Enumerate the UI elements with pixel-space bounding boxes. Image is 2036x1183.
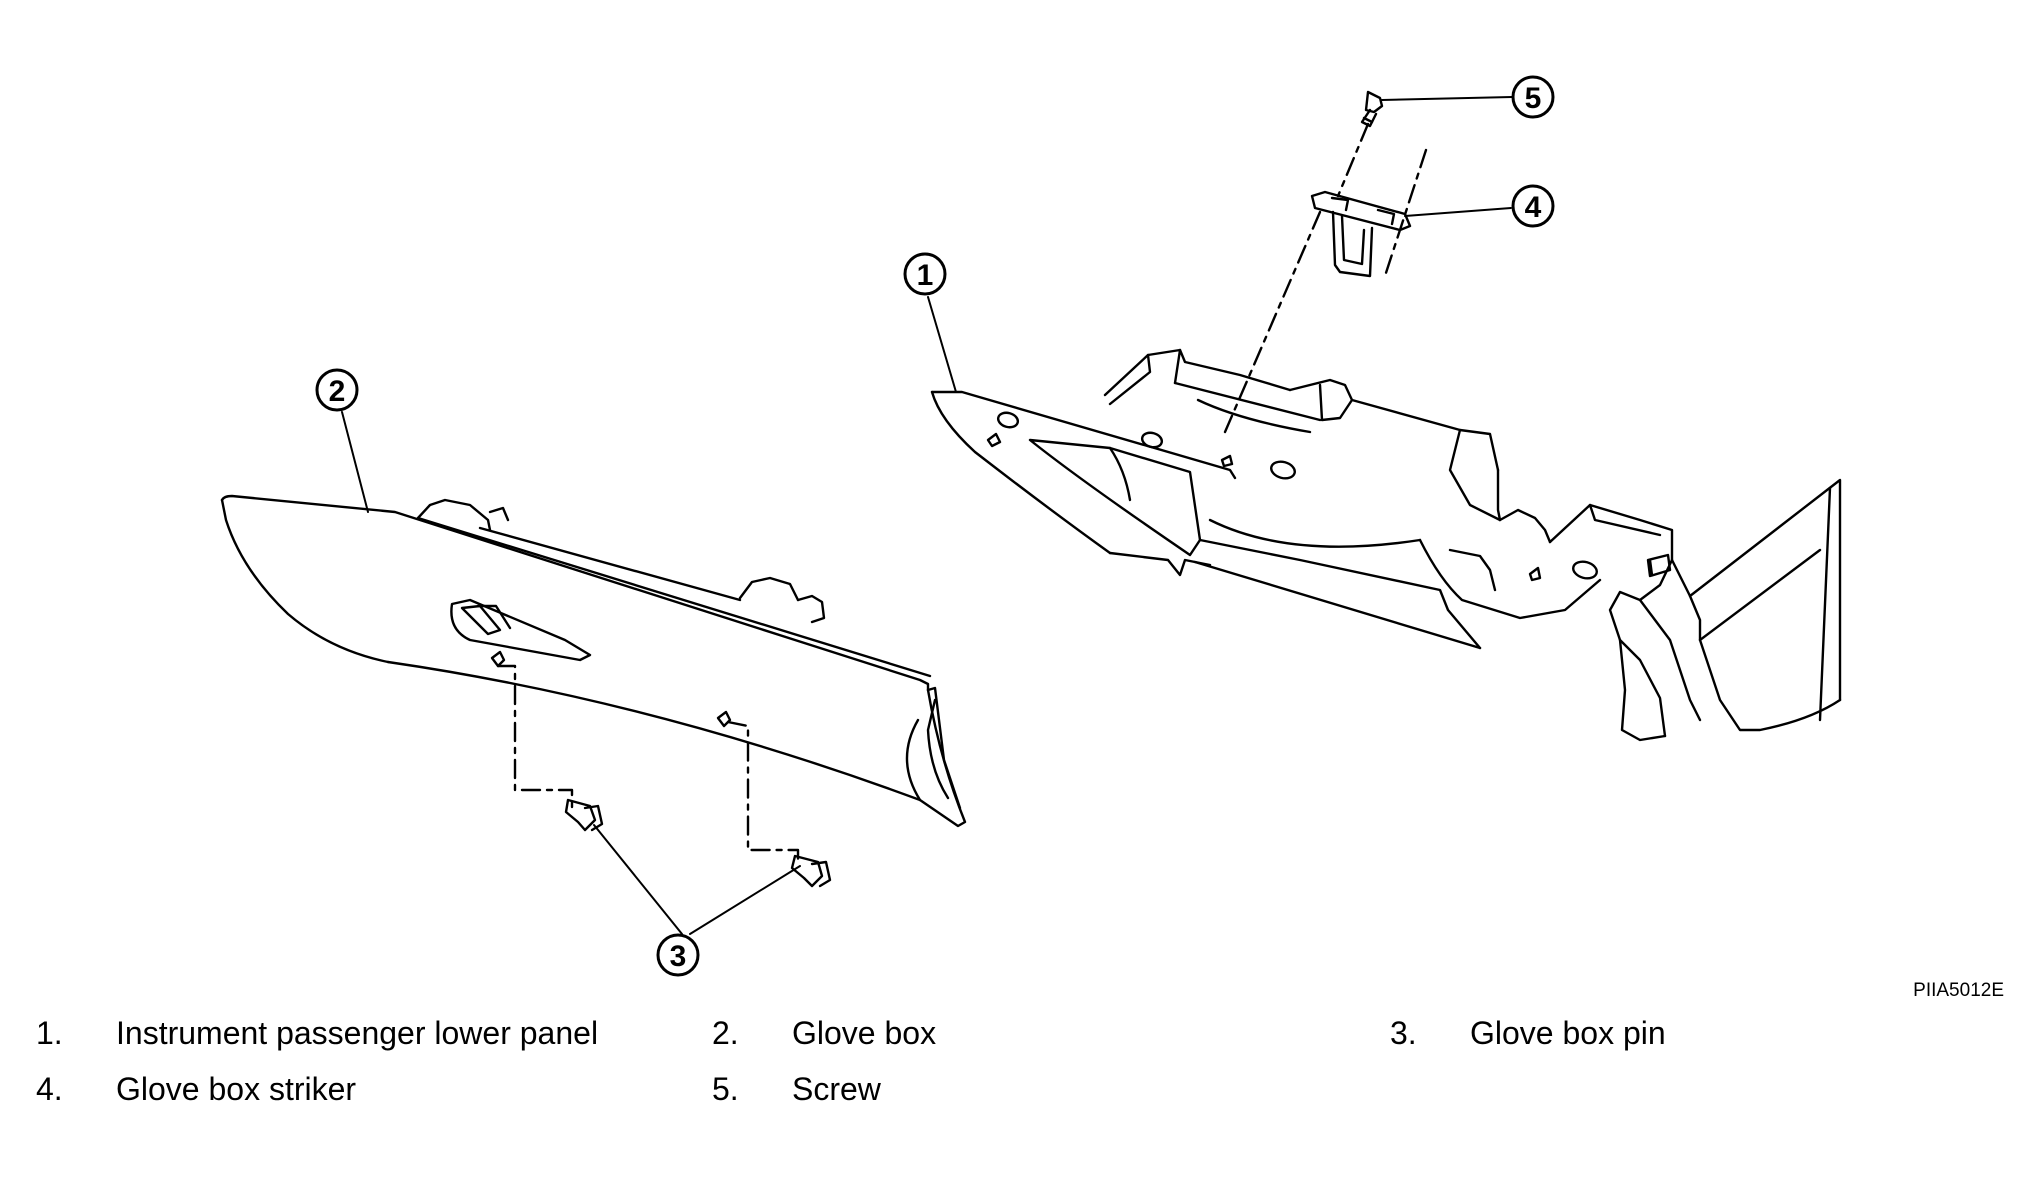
glove-box-pin-drawing [564, 798, 832, 888]
glove-box-drawing [220, 494, 967, 864]
lower-panel-drawing [930, 348, 1842, 742]
callout-2: 2 [315, 368, 359, 412]
figure-code: PIIA5012E [1913, 980, 2004, 1001]
callout-leaders [341, 96, 1513, 935]
callout-4: 4 [1511, 184, 1555, 228]
legend-number: 1. [36, 1015, 63, 1051]
callout-2-label: 2 [329, 375, 346, 408]
callout-5-label: 5 [1525, 82, 1542, 115]
legend-number: 2. [712, 1015, 739, 1051]
exploded-diagram: 1 2 3 4 5 [220, 75, 1842, 977]
callout-3: 3 [656, 933, 700, 977]
callout-1: 1 [903, 252, 947, 296]
legend-number: 5. [712, 1071, 739, 1107]
callout-5: 5 [1511, 75, 1555, 119]
callout-4-label: 4 [1525, 191, 1542, 224]
glove-box-striker-drawing [1310, 190, 1412, 278]
callout-3-label: 3 [670, 940, 687, 973]
callout-1-label: 1 [917, 259, 934, 292]
legend-label: Glove box striker [116, 1071, 357, 1107]
legend-label: Instrument passenger lower panel [116, 1015, 599, 1051]
legend-label: Glove box [792, 1015, 937, 1051]
parts-legend: 1. Instrument passenger lower panel 2. G… [36, 1015, 2016, 1155]
legend-label: Glove box pin [1470, 1015, 1666, 1051]
alignment-lines [1223, 122, 1428, 434]
legend-label: Screw [792, 1071, 881, 1107]
legend-number: 3. [1390, 1015, 1417, 1051]
screw-drawing [1360, 90, 1384, 128]
legend-number: 4. [36, 1071, 63, 1107]
